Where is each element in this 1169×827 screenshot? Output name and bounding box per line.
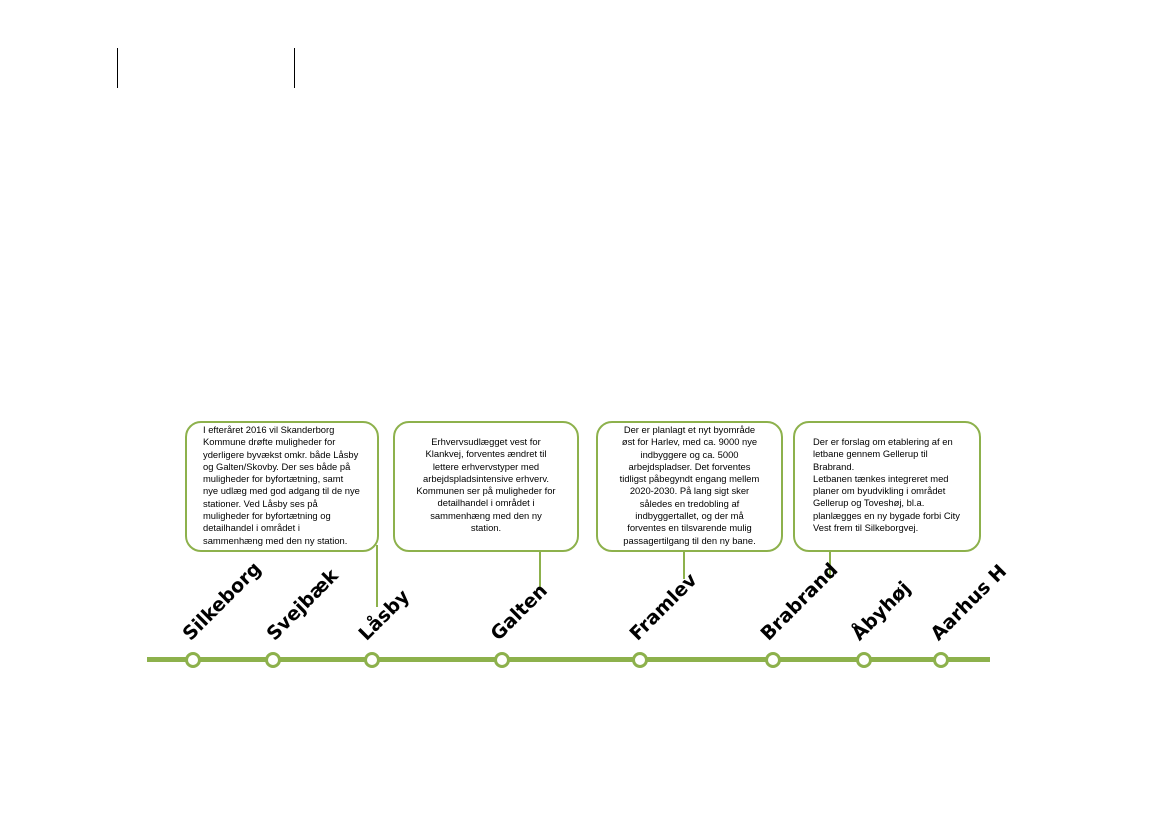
callout-framlev: Der er planlagt et nyt byområde øst for … [596,421,783,552]
station-dot-laasby [364,652,380,668]
station-label-silkeborg: Silkeborg [178,557,266,645]
header-rule-right [294,48,295,88]
station-dot-silkeborg [185,652,201,668]
callout-galten: Erhvervsudlægget vest for Klankvej, forv… [393,421,579,552]
header-rule-left [117,48,118,88]
callout-connector-framlev [683,552,685,579]
callout-galten-text: Erhvervsudlægget vest for Klankvej, forv… [416,436,556,534]
station-label-aarhus-h: Aarhus H [926,560,1012,645]
callout-brabrand: Der er forslag om etablering af en letba… [793,421,981,552]
station-label-galten: Galten [486,579,552,645]
station-label-laasby: Låsby [354,585,415,645]
rail-line [147,657,990,662]
callout-laasby: I efteråret 2016 vil Skanderborg Kommune… [185,421,379,552]
callout-laasby-text: I efteråret 2016 vil Skanderborg Kommune… [203,424,360,546]
callout-brabrand-text: Der er forslag om etablering af en letba… [813,436,960,534]
station-dot-svejbaek [265,652,281,668]
station-dot-galten [494,652,510,668]
station-label-brabrand: Brabrand [756,559,843,645]
station-dot-brabrand [765,652,781,668]
callout-framlev-text: Der er planlagt et nyt byområde øst for … [619,424,760,546]
station-dot-aarhus-h [933,652,949,668]
station-label-svejbaek: Svejbæk [262,564,343,645]
callout-connector-brabrand [829,552,831,579]
station-label-framlev: Framlev [625,568,702,645]
station-dot-framlev [632,652,648,668]
station-dot-aabyhoej [856,652,872,668]
station-label-aabyhoej: Åbyhøj [847,577,916,645]
callout-connector-galten [539,552,541,589]
callout-connector-laasby [376,545,378,607]
